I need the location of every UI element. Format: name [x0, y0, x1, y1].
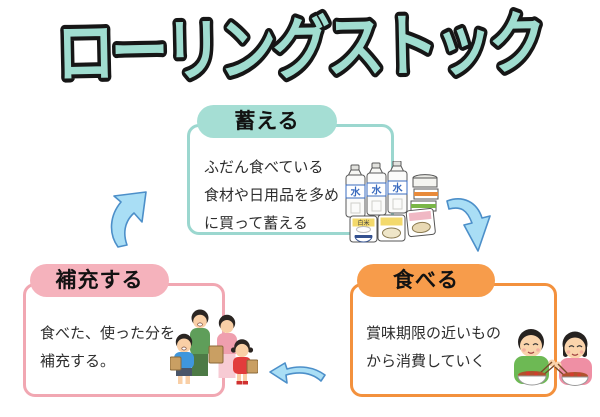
rice-pouch-icon: 白米 — [349, 215, 378, 243]
svg-text:白米: 白米 — [357, 219, 369, 227]
canned-food-icon — [410, 174, 439, 212]
eating-girl-figure — [554, 331, 592, 386]
children-eating-illustration — [514, 329, 592, 386]
water-bottle-icon: 水 — [366, 162, 387, 216]
eat-description: 賞味期限の近いもの から消費していく — [366, 324, 502, 370]
page-title-art: ローリングストック — [52, 0, 547, 97]
svg-text:水: 水 — [350, 186, 362, 199]
stockpile-illustration: 水 水 水 — [345, 161, 439, 243]
arrow-store-to-eat-icon — [446, 198, 491, 252]
food-pouch-icon — [377, 214, 406, 242]
store-step-heading: 蓄える — [197, 105, 337, 138]
eating-boy-figure — [514, 329, 556, 386]
mother-figure — [208, 314, 237, 378]
father-figure — [190, 309, 210, 376]
eat-step-heading: 食べる — [357, 264, 495, 297]
family-shopping-illustration — [170, 309, 258, 385]
boy-figure — [170, 333, 194, 384]
page-title: ローリングストック — [56, 3, 543, 93]
store-description: ふだん食べている 食材や日用品を多め に買って蓄える — [204, 158, 340, 232]
svg-text:水: 水 — [392, 182, 404, 195]
food-pouch-icon — [405, 207, 436, 238]
water-bottle-icon: 水 — [345, 164, 366, 218]
refill-description: 食べた、使った分を 補充する。 — [40, 324, 176, 370]
refill-step-heading: 補充する — [30, 264, 169, 297]
water-bottle-icon: 水 — [387, 161, 408, 214]
girl-figure — [230, 339, 258, 385]
svg-text:水: 水 — [371, 184, 383, 197]
arrow-eat-to-refill-icon — [269, 362, 326, 384]
arrow-refill-to-store-icon — [110, 191, 147, 248]
